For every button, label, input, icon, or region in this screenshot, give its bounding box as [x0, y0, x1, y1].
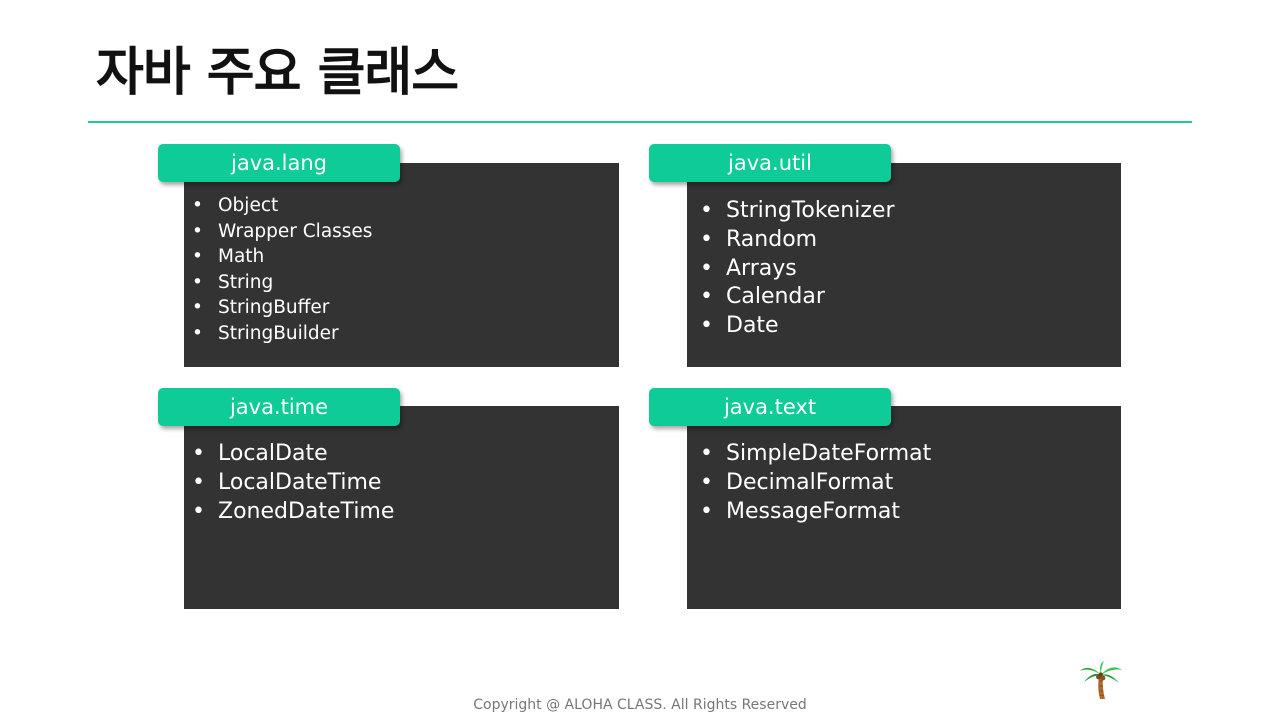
list-item: String	[184, 270, 372, 296]
list-item: StringTokenizer	[692, 197, 895, 226]
palm-tree-icon	[1080, 661, 1122, 699]
list-item: Date	[692, 312, 895, 341]
card-tab-label: java.text	[649, 388, 891, 426]
card-tab-label: java.util	[649, 144, 891, 182]
copyright-footer: Copyright @ ALOHA CLASS. All Rights Rese…	[473, 697, 807, 713]
list-item: Math	[184, 244, 372, 270]
list-item: StringBuilder	[184, 321, 372, 347]
list-item: LocalDateTime	[184, 469, 394, 498]
card-java-text: java.text SimpleDateFormat DecimalFormat…	[649, 388, 1122, 610]
title-divider	[88, 121, 1192, 123]
list-item: StringBuffer	[184, 295, 372, 321]
list-item: DecimalFormat	[692, 469, 931, 498]
class-list: StringTokenizer Random Arrays Calendar D…	[692, 197, 895, 341]
list-item: Object	[184, 193, 372, 219]
page-title: 자바 주요 클래스	[96, 43, 459, 103]
card-java-lang: java.lang Object Wrapper Classes Math St…	[158, 144, 620, 368]
list-item: ZonedDateTime	[184, 498, 394, 527]
list-item: Calendar	[692, 283, 895, 312]
card-java-time: java.time LocalDate LocalDateTime ZonedD…	[158, 388, 620, 610]
list-item: Arrays	[692, 255, 895, 284]
class-list: Object Wrapper Classes Math String Strin…	[184, 193, 372, 347]
class-list: LocalDate LocalDateTime ZonedDateTime	[184, 440, 394, 526]
card-tab-label: java.time	[158, 388, 400, 426]
list-item: MessageFormat	[692, 498, 931, 527]
list-item: Wrapper Classes	[184, 219, 372, 245]
card-java-util: java.util StringTokenizer Random Arrays …	[649, 144, 1122, 368]
card-tab-label: java.lang	[158, 144, 400, 182]
list-item: LocalDate	[184, 440, 394, 469]
list-item: Random	[692, 226, 895, 255]
list-item: SimpleDateFormat	[692, 440, 931, 469]
class-list: SimpleDateFormat DecimalFormat MessageFo…	[692, 440, 931, 526]
